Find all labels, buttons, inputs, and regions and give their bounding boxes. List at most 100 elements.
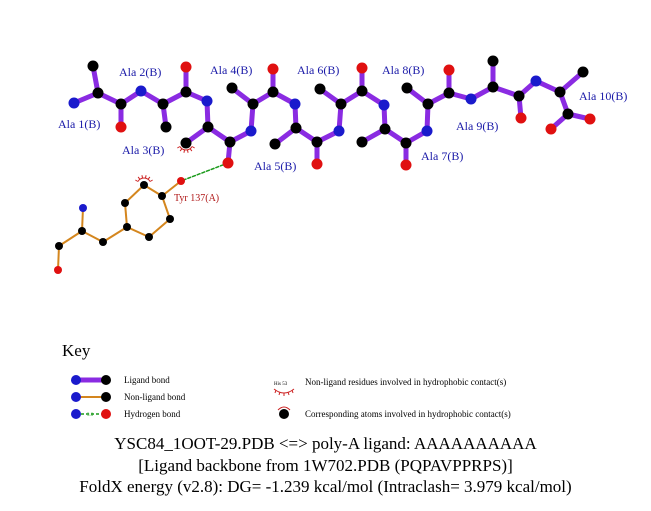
key-hydrophobic-spokes-icon — [274, 389, 294, 396]
atom-a5C — [311, 136, 323, 148]
atom-a5CB — [269, 138, 281, 150]
atom-a6N — [333, 125, 345, 137]
label-ala2: Ala 2(B) — [119, 65, 161, 79]
atom-a10N — [530, 75, 542, 87]
key-title: Key — [62, 341, 91, 360]
atom-a10C — [562, 108, 574, 120]
atom-tCG — [123, 223, 131, 231]
label-tyr137: Tyr 137(A) — [174, 193, 219, 204]
hydrophobic-arc-tyr — [137, 177, 151, 182]
atom-tOH — [177, 177, 185, 185]
key-nonligand-atom-c — [101, 392, 111, 402]
hydrophobic-arc-ala3-spoke — [183, 149, 186, 153]
atom-tCA — [78, 227, 86, 235]
key-hbond-atom-n — [71, 409, 81, 419]
atom-a2C — [180, 86, 192, 98]
key-his-sample: His 53 — [274, 382, 288, 387]
key-hydrogen-bond-label: Hydrogen bond — [124, 409, 181, 419]
key-hydrophobic-arc-icon — [273, 388, 295, 394]
atom-a10CA — [554, 86, 566, 98]
label-ala3: Ala 3(B) — [122, 143, 164, 157]
atom-a4C — [267, 86, 279, 98]
atom-a2CA — [157, 98, 169, 110]
hydrophobic-arc-ala3-spoke — [179, 148, 183, 152]
key-legend: 3.0 His 53 — [71, 375, 295, 419]
atom-a5CA — [290, 122, 302, 134]
label-ala5: Ala 5(B) — [254, 159, 296, 173]
key-ligand-atom-n — [71, 375, 81, 385]
atom-a8CB — [401, 82, 413, 94]
nonligand-bond — [126, 226, 150, 238]
atom-a5N — [289, 98, 301, 110]
atom-a10O — [545, 123, 557, 135]
hydrophobic-arc-ala3-spoke — [186, 149, 189, 153]
atom-a4O — [267, 63, 279, 75]
hydrophobic-arc-tyr-spoke — [149, 179, 153, 182]
atom-a8O — [443, 64, 455, 76]
atom-a8N — [421, 125, 433, 137]
atom-a4CB — [226, 82, 238, 94]
atom-a3C — [224, 136, 236, 148]
caption-line-3: FoldX energy (v2.8): DG= -1.239 kcal/mol… — [79, 477, 572, 496]
atoms — [54, 55, 596, 274]
label-ala8: Ala 8(B) — [382, 63, 424, 77]
atom-a4N — [245, 125, 257, 137]
key-hbond-atom-o — [101, 409, 111, 419]
hydrogen-bond — [180, 162, 229, 182]
key-hydrophobic-atom-icon — [279, 409, 289, 419]
hydrophobic-arc-tyr-spoke — [135, 179, 139, 182]
hydrophobic-arc-tyr-spoke — [137, 176, 141, 180]
label-ala10: Ala 10(B) — [579, 89, 627, 103]
key-hydrophobic-atom-arc-icon — [277, 406, 291, 411]
hydrophobic-arc-tyr-spoke — [144, 175, 147, 179]
nonligand-bond — [124, 184, 145, 204]
atom-tN — [79, 204, 87, 212]
atom-tCD1 — [121, 199, 129, 207]
atom-a1C — [115, 98, 127, 110]
nonligand-bond — [124, 202, 128, 228]
atom-a3CA — [202, 121, 214, 133]
atom-a8CA — [422, 98, 434, 110]
hydrophobic-arc-tyr-spoke — [147, 176, 151, 180]
label-ala6: Ala 6(B) — [297, 63, 339, 77]
atom-a2O — [180, 61, 192, 73]
atom-a7N — [378, 99, 390, 111]
label-ala7: Ala 7(B) — [421, 149, 463, 163]
label-ala1: Ala 1(B) — [58, 117, 100, 131]
nonligand-bond — [102, 226, 128, 243]
nonligand-bond — [148, 218, 171, 238]
atom-a5O — [311, 158, 323, 170]
atom-a3CB — [180, 137, 192, 149]
atom-tO — [54, 266, 62, 274]
atom-a2N — [135, 85, 147, 97]
hydrophobic-arc-ala3-spoke — [189, 148, 193, 152]
atom-a6O — [356, 62, 368, 74]
atom-a9N — [465, 93, 477, 105]
atom-a7CB — [356, 136, 368, 148]
nonligand-bond — [161, 195, 171, 220]
atom-a10OXT — [584, 113, 596, 125]
atom-tCB — [99, 238, 107, 246]
atom-a9CA — [487, 81, 499, 93]
key-hydrophobic-atoms-label: Corresponding atoms involved in hydropho… — [305, 409, 511, 419]
atom-a2CB — [160, 121, 172, 133]
hydrophobic-arc-ala3-spoke — [177, 146, 181, 149]
nonligand-bond — [57, 245, 60, 271]
atom-a7CA — [379, 123, 391, 135]
hydrophobic-arc-ala3 — [179, 146, 193, 151]
atom-a7O — [400, 159, 412, 171]
atom-a9O — [515, 112, 527, 124]
hydrogen-bonds — [180, 162, 229, 182]
key-nonligand-atom-n — [71, 392, 81, 402]
key-ligand-atom-c — [101, 375, 111, 385]
atom-a4CA — [247, 98, 259, 110]
atom-tCZ — [158, 192, 166, 200]
label-ala4: Ala 4(B) — [210, 63, 252, 77]
key-hydrophobic-residues-label: Non-ligand residues involved in hydropho… — [305, 377, 507, 387]
caption-line-2: [Ligand backbone from 1W702.PDB (PQPAVPP… — [138, 456, 513, 475]
nonligand-bond — [58, 230, 83, 247]
key-hbond-distance: 3.0 — [87, 413, 94, 418]
atom-a6CB — [314, 83, 326, 95]
atom-a1CB — [87, 60, 99, 72]
